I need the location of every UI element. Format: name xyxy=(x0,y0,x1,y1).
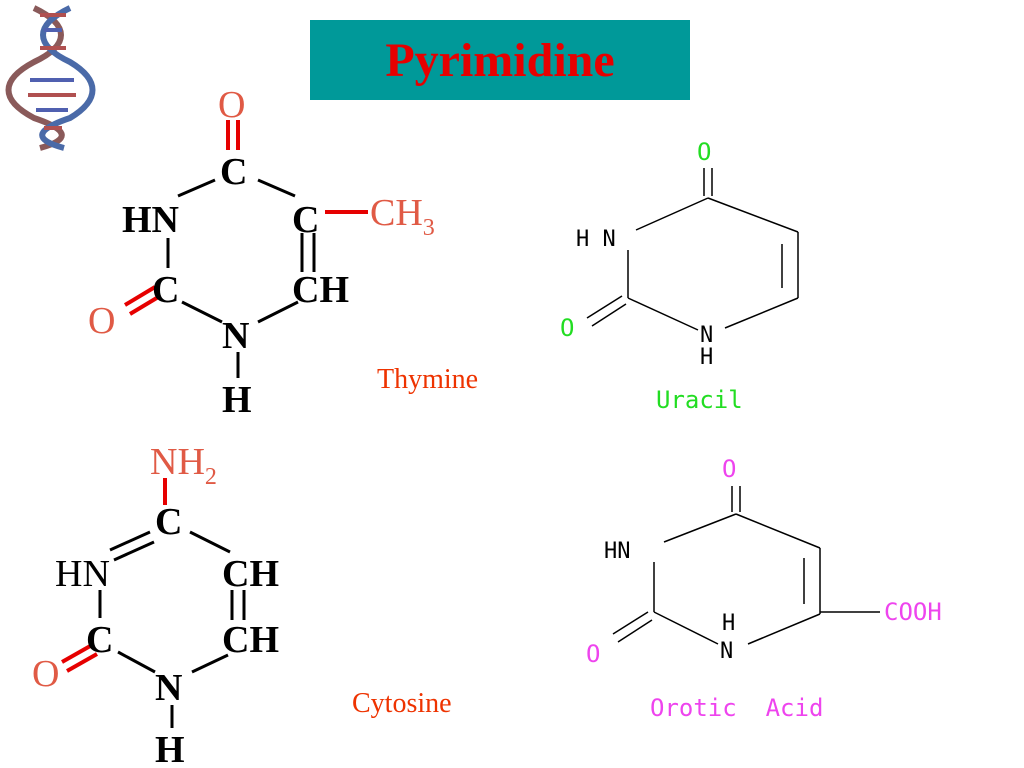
cytosine-ch-lower: CH xyxy=(222,619,279,661)
thymine-o-top: O xyxy=(218,84,245,126)
cytosine-ch-upper: CH xyxy=(222,553,279,595)
orotic-bond-6 xyxy=(653,611,719,645)
thymine-bond-n-ch xyxy=(257,300,299,324)
orotic-co-left-a xyxy=(612,611,649,635)
thymine-co-left-b xyxy=(128,294,162,316)
uracil-bond-6 xyxy=(627,297,699,331)
thymine-c-top: C xyxy=(220,151,247,193)
thymine-o-left: O xyxy=(88,300,115,342)
thymine-co-left-a xyxy=(123,285,157,307)
cytosine-label: Cytosine xyxy=(352,688,452,719)
cytosine-h-bottom: H xyxy=(155,729,185,768)
uracil-n-bottom: N xyxy=(700,323,713,348)
cytosine-bond-c-ch xyxy=(189,530,231,554)
orotic-bond-4 xyxy=(747,613,821,645)
uracil-structure: O H N O N H Uracil xyxy=(560,138,799,414)
uracil-bond-1 xyxy=(635,197,709,231)
orotic-o-top: O xyxy=(722,455,736,483)
uracil-co-left-a xyxy=(586,295,623,319)
orotic-cooh: COOH xyxy=(884,598,942,626)
thymine-structure: O C HN C CH3 C CH O N H Thymine xyxy=(88,84,478,421)
thymine-ch3: CH3 xyxy=(370,192,435,241)
thymine-hn: HN xyxy=(122,199,179,241)
orotic-o-left: O xyxy=(586,640,600,668)
uracil-hn: H N xyxy=(576,227,616,252)
uracil-h-bottom: H xyxy=(700,345,713,370)
uracil-bond-4 xyxy=(724,297,799,329)
cytosine-bond-n-ch xyxy=(191,653,229,674)
orotic-acid-structure: O HN H N COOH O Orotic Acid xyxy=(586,455,942,722)
cytosine-double-hn-b xyxy=(113,540,155,562)
cytosine-c-left: C xyxy=(86,619,113,661)
page-title: Pyrimidine xyxy=(385,33,615,87)
cytosine-c-top: C xyxy=(155,501,182,543)
thymine-ch: CH xyxy=(292,269,349,311)
cytosine-n-bottom: N xyxy=(155,667,182,709)
cytosine-o-left: O xyxy=(32,653,59,695)
cytosine-double-hn-a xyxy=(109,530,151,552)
thymine-bond-c-n xyxy=(181,300,223,324)
cytosine-bond-c-n xyxy=(117,650,156,674)
thymine-bond-c-c xyxy=(257,178,296,198)
thymine-label: Thymine xyxy=(377,364,478,395)
title-banner: Pyrimidine xyxy=(310,20,690,100)
orotic-bond-1 xyxy=(663,513,737,543)
cytosine-hn: HN xyxy=(55,553,110,595)
dna-helix-strands xyxy=(5,5,96,151)
thymine-bond-c-hn xyxy=(177,178,216,198)
uracil-bond-2 xyxy=(707,197,799,233)
orotic-n-inner: N xyxy=(720,639,733,664)
cytosine-co-a xyxy=(61,643,93,664)
orotic-bond-2 xyxy=(735,513,821,549)
uracil-co-left-b xyxy=(591,303,627,327)
uracil-o-left: O xyxy=(560,314,574,342)
cytosine-nh2: NH2 xyxy=(150,441,217,490)
thymine-c-right: C xyxy=(292,199,319,241)
thymine-n-bottom: N xyxy=(222,315,249,357)
thymine-h-bottom: H xyxy=(222,379,252,421)
orotic-hn: HN xyxy=(604,539,631,564)
uracil-o-top: O xyxy=(697,138,711,166)
cytosine-structure: NH2 C HN CH C CH O N H Cytosine xyxy=(32,441,452,768)
cytosine-co-b xyxy=(66,652,98,673)
orotic-h-inner: H xyxy=(722,611,735,636)
orotic-label: Orotic Acid xyxy=(650,694,823,722)
uracil-label: Uracil xyxy=(656,386,743,414)
orotic-co-left-b xyxy=(617,619,653,643)
thymine-c-left: C xyxy=(152,269,179,311)
